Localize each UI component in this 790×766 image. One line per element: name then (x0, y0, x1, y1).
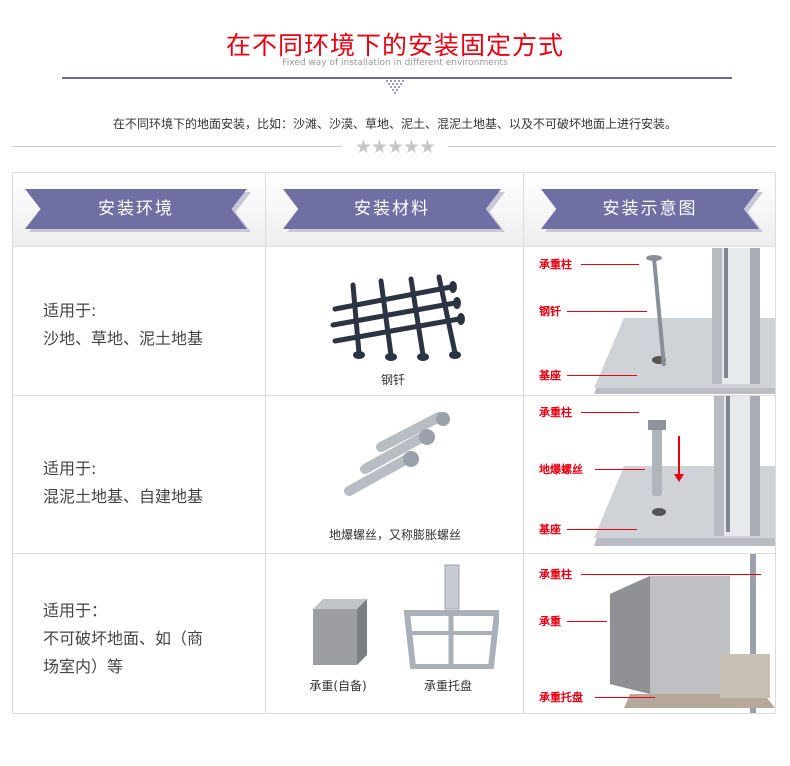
callout-label: 承重托盘 (539, 691, 583, 704)
column-divider (523, 173, 524, 713)
stars-icon: ★★★★★ (354, 136, 436, 158)
steel-nail-grid-icon (330, 274, 465, 361)
install-table: 安装环境 安装材料 安装示意图 适用于: 沙地、草地、泥土地基 钢钎 (12, 172, 776, 714)
callout-label: 基座 (539, 369, 561, 382)
env-label: 适用于： (43, 601, 108, 620)
page-title: 在不同环境下的安装固定方式 (225, 31, 564, 60)
row-divider (13, 395, 775, 396)
env-value: 沙地、草地、泥土地基 (43, 329, 204, 348)
callout-label: 钢钎 (539, 305, 561, 318)
expansion-bolt-icon (344, 412, 450, 496)
column-header-environment: 安装环境 (25, 189, 247, 229)
dot-triangle-icon (386, 80, 406, 96)
row2-environment: 适用于: 混泥土地基、自建地基 (43, 455, 203, 511)
row3-diagram (524, 554, 775, 713)
intro-text: 在不同环境下的地面安装，比如：沙滩、沙漠、草地、泥土、混泥土地基、以及不可破坏地… (112, 117, 677, 131)
weight-block-icon (313, 599, 367, 665)
material-label: 承重(自备) (309, 679, 367, 693)
row1-environment: 适用于: 沙地、草地、泥土地基 (43, 297, 203, 353)
column-header-material: 安装材料 (283, 189, 501, 229)
env-label: 适用于: (43, 459, 97, 478)
callout-label: 承重柱 (539, 406, 572, 419)
material-label: 地爆螺丝，又称膨胀螺丝 (328, 528, 461, 542)
row3-environment: 适用于： 不可破坏地面、如（商 场室内）等 (43, 597, 203, 681)
row-divider (13, 553, 775, 554)
env-value: 不可破坏地面、如（商 (43, 629, 204, 648)
row1-diagram (524, 248, 775, 394)
column-header-diagram: 安装示意图 (541, 189, 759, 229)
material-label: 承重托盘 (423, 679, 472, 693)
env-label: 适用于: (43, 301, 97, 320)
env-value: 混泥土地基、自建地基 (43, 487, 204, 506)
column-divider (265, 173, 266, 713)
callout-label: 承重柱 (539, 258, 572, 271)
callout-label: 承重 (539, 615, 561, 628)
weight-tray-icon (403, 564, 499, 669)
star-divider-right (448, 146, 776, 147)
title-divider (62, 77, 732, 79)
callout-label: 基座 (539, 523, 561, 536)
callout-label: 地爆螺丝 (539, 463, 583, 476)
env-value: 场室内）等 (43, 657, 124, 676)
material-label: 钢钎 (380, 373, 405, 387)
callout-label: 承重柱 (539, 568, 572, 581)
page-subtitle: Fixed way of installation in different e… (282, 58, 508, 68)
row2-diagram (524, 396, 775, 552)
star-divider-left (12, 146, 342, 147)
